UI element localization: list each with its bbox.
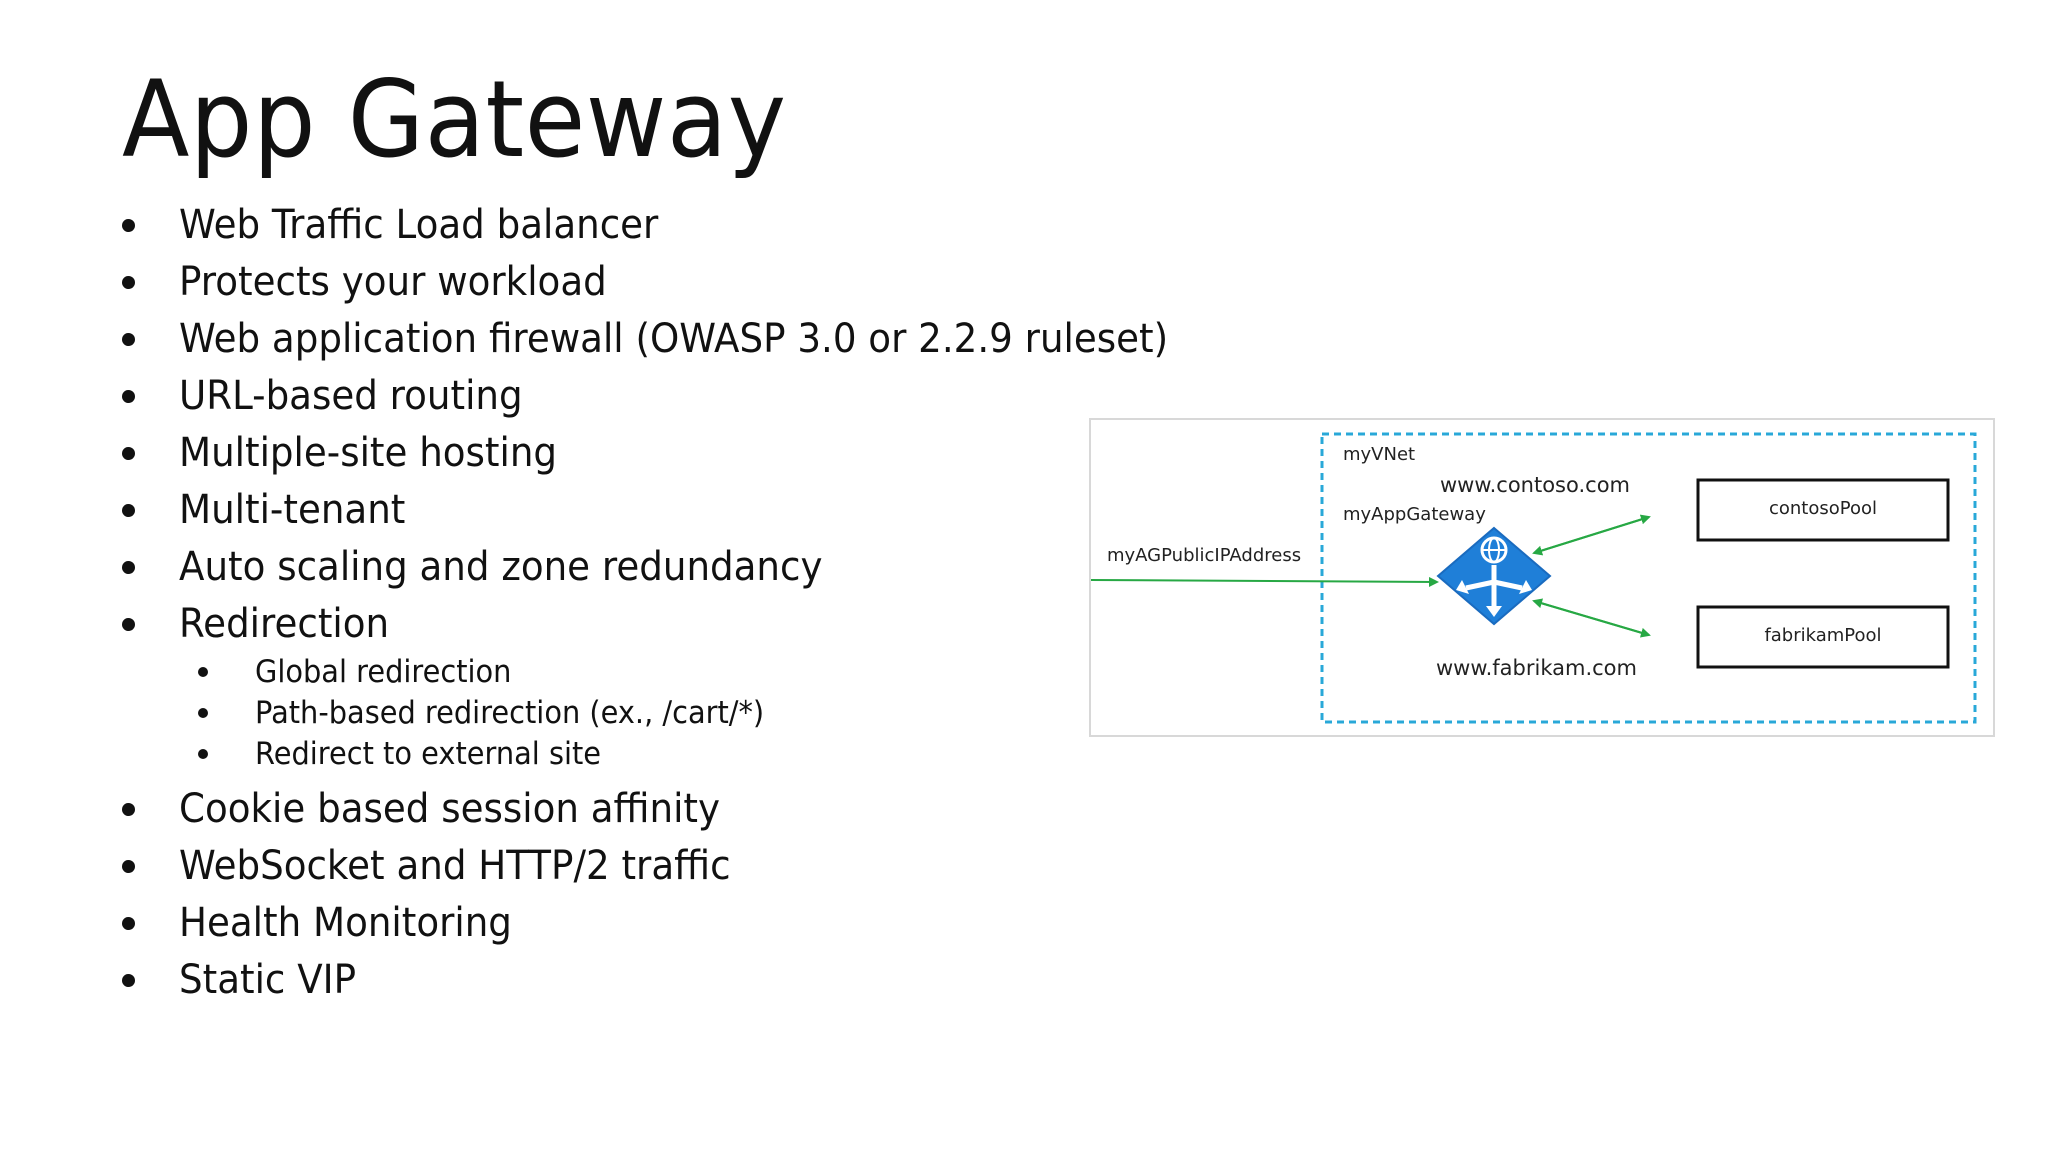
bullet-text: WebSocket and HTTP/2 traffic [179,843,731,889]
sub-bullet-text: Path-based redirection (ex., /cart/*) [255,695,765,731]
contoso-domain-label: www.contoso.com [1440,473,1631,497]
bullet-dot [122,447,135,460]
bullet-text: Protects your workload [179,259,607,305]
bullet-dot [122,390,135,403]
vnet-boundary [1320,432,1977,724]
bullet-dot [122,276,135,289]
bullet-dot [122,803,135,816]
sub-bullet-text: Redirect to external site [255,736,602,772]
fabrikam-pool-box [1696,605,1950,669]
contoso-arrow-back [1532,516,1650,556]
contoso-pool-label: contosoPool [1768,498,1878,519]
bullet-dot [122,917,135,930]
gateway-label: myAppGateway [1343,504,1486,525]
bullet-text: URL-based routing [179,373,523,419]
slide-title: App Gateway [122,58,787,181]
bullet-text: Multi-tenant [179,487,406,533]
fabrikam-domain-label: www.fabrikam.com [1436,656,1637,680]
bullet-text: Health Monitoring [179,900,512,946]
bullet-dot [122,219,135,232]
sub-bullet-text: Global redirection [255,654,512,690]
bullet-dot [122,618,135,631]
contoso-pool-box [1696,478,1950,542]
fabrikam-arrow-back [1532,598,1650,636]
network-diagram: myVNet www.contoso.com myAppGateway myAG… [1089,418,1995,737]
bullet-text: Auto scaling and zone redundancy [179,544,823,590]
bullet-text: Web application firewall (OWASP 3.0 or 2… [179,316,1169,362]
bullet-text: Web Traffic Load balancer [179,202,659,248]
bullet-dot [122,333,135,346]
diagram-graphics [1091,432,1977,724]
sub-bullet-dot [198,749,208,759]
bullet-dot [122,974,135,987]
bullet-text: Multiple-site hosting [179,430,558,476]
bullet-text: Static VIP [179,957,357,1003]
sub-bullet-dot [198,708,208,718]
bullet-dot [122,860,135,873]
bullet-dot [122,561,135,574]
bullet-text: Redirection [179,601,390,647]
fabrikam-pool-label: fabrikamPool [1764,625,1882,646]
sub-bullet-dot [198,667,208,677]
bullet-text: Cookie based session affinity [179,786,720,832]
bullet-dot [122,504,135,517]
public-ip-label: myAGPublicIPAddress [1107,545,1302,566]
vnet-label: myVNet [1343,444,1416,465]
app-gateway-icon [1436,526,1552,626]
inbound-arrow [1091,576,1439,587]
